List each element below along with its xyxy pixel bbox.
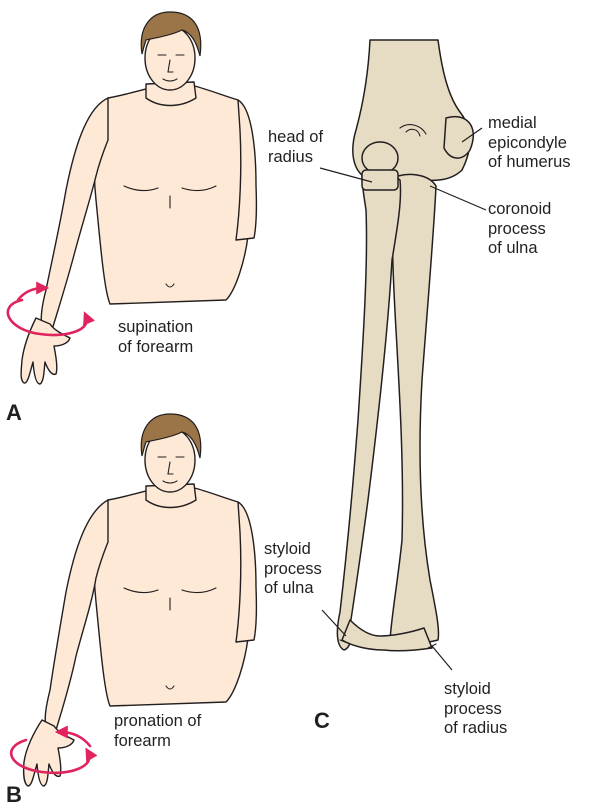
label-medial-epicondyle: medial epicondyle of humerus (488, 114, 598, 173)
label-head-of-radius: head of radius (268, 128, 348, 167)
panel-label-b: B (6, 782, 22, 808)
label-styloid-process-ulna: styloid process of ulna (264, 540, 354, 599)
panel-label-c: C (314, 708, 330, 734)
figure-c-forearm-bones (337, 40, 473, 651)
panel-label-a: A (6, 400, 22, 426)
label-styloid-process-radius: styloid process of radius (444, 680, 544, 739)
label-coronoid-process: coronoid process of ulna (488, 200, 588, 259)
caption-supination: supination of forearm (118, 318, 258, 357)
caption-pronation: pronation of forearm (114, 712, 264, 751)
